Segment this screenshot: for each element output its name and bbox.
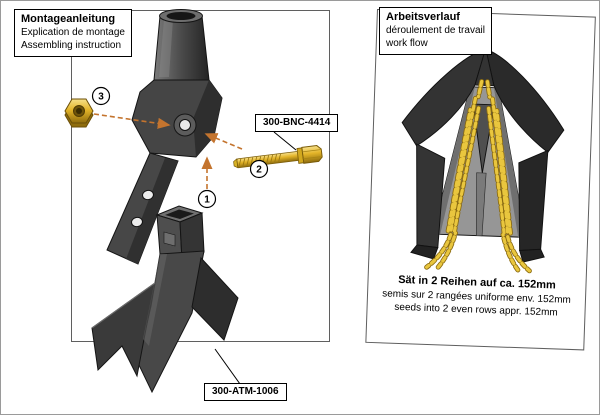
assembly-title-en: Assembling instruction (21, 39, 122, 51)
step-number-2: 2 (256, 165, 262, 176)
workflow-title-en: work flow (386, 37, 428, 49)
bolt-head (301, 145, 323, 164)
seed-flow-diagram (401, 48, 565, 274)
step-number-1: 1 (204, 195, 210, 206)
nut-bore (76, 108, 82, 114)
socket-notch (163, 231, 176, 247)
bracket-tube-highlight (159, 19, 173, 77)
workflow-panel-frame: Sät in 2 Reihen auf ca. 152mm semis sur … (365, 9, 596, 351)
step-marker-3 (91, 86, 111, 106)
assembly-title-fr: Explication de montage (21, 26, 125, 38)
assembly-arrows (93, 113, 243, 189)
wing-left (401, 48, 487, 147)
arm-hole-1 (142, 189, 154, 201)
foot-left (410, 244, 439, 260)
part-number-bolt: 300-BNC-4414 (255, 114, 339, 132)
foot-right (518, 248, 545, 263)
bracket-shoulder-shade (193, 80, 222, 157)
exploded-view-diagram: 3 2 1 (64, 9, 323, 394)
tube-bore (166, 12, 196, 20)
center-ridge (476, 172, 487, 237)
bolt-hole (179, 119, 191, 131)
seed-row-caption: Sät in 2 Reihen auf ca. 152mm semis sur … (367, 272, 585, 320)
hex-bolt (233, 145, 323, 169)
workflow-title-de: Arbeitsverlauf (386, 11, 460, 23)
leg-right (518, 149, 549, 251)
bolt-head-facet-2 (303, 156, 323, 160)
bracket-part (106, 9, 223, 265)
seed-boot-part (91, 205, 239, 394)
workflow-title-fr: déroulement de travail (386, 24, 485, 36)
socket-opening (165, 209, 194, 219)
leader-line-bolt-label (273, 131, 297, 151)
assembly-arrow-bolt (204, 133, 243, 150)
hex-nut (64, 98, 94, 128)
workflow-title-box: Arbeitsverlauf déroulement de travail wo… (379, 7, 492, 56)
bracket-arm-shade (126, 158, 178, 264)
step-number-3: 3 (98, 92, 104, 103)
arm-hole-2 (131, 216, 143, 228)
part-number-boot: 300-ATM-1006 (204, 383, 287, 401)
channel-wall-left (432, 86, 475, 235)
assembly-title-box: Montageanleitung Explication de montage … (14, 9, 132, 58)
wing-right (485, 48, 565, 154)
channel-wall-right (493, 87, 526, 238)
seed-stream-grains (425, 79, 532, 274)
step-marker-2 (249, 159, 269, 179)
assembly-arrow-nut (93, 113, 171, 129)
boot-wing-right (191, 256, 239, 341)
assembly-title-de: Montageanleitung (21, 13, 116, 25)
boot-wing-edge-highlight (91, 282, 156, 329)
leader-line-boot-label (214, 348, 241, 385)
step-marker-1 (197, 189, 217, 209)
bolt-shaft (236, 150, 302, 169)
step-markers: 3 2 1 (91, 86, 269, 209)
bolt-head-facet-1 (302, 149, 322, 153)
boot-blade-highlight (143, 254, 167, 346)
peak-cap (474, 48, 495, 87)
